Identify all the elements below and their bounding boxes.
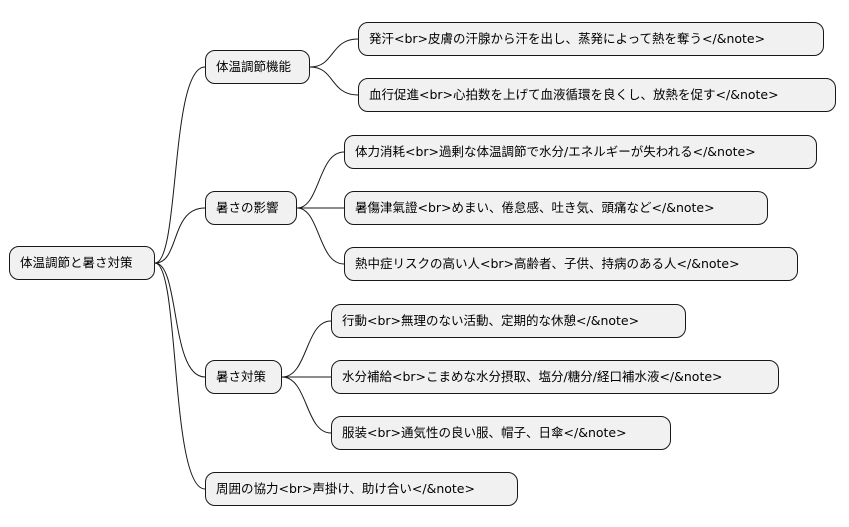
branch-thermoregulation: 体温調節機能 (205, 50, 310, 84)
link-b2-c0 (281, 320, 332, 378)
link-b0-c0 (309, 38, 359, 68)
branch-countermeasures: 暑さ対策 (205, 360, 282, 394)
link-root-b2 (154, 262, 206, 378)
branch-cooperation: 周囲の協力<br>声掛け、助け合い</&note> (205, 472, 518, 506)
leaf-clothing: 服装<br>通気性の良い服、帽子、日傘</&note> (331, 416, 671, 450)
link-b1-c2 (296, 207, 345, 265)
root-node: 体温調節と暑さ対策 (9, 246, 155, 280)
leaf-circulation: 血行促進<br>心拍数を上げて血液循環を良くし、放熱を促す</&note> (358, 78, 836, 112)
leaf-sweating: 発汗<br>皮膚の汗腺から汗を出し、蒸発によって熱を奪う</&note> (358, 22, 824, 56)
leaf-activity: 行動<br>無理のない活動、定期的な休憩</&note> (331, 304, 686, 338)
leaf-high-risk: 熱中症リスクの高い人<br>高齢者、子供、持病のある人</&note> (344, 247, 798, 281)
leaf-fatigue: 体力消耗<br>過剰な体温調節で水分/エネルギーが失われる</&note> (344, 135, 817, 169)
link-b0-c1 (309, 66, 359, 96)
leaf-hydration: 水分補給<br>こまめな水分摂取、塩分/糖分/経口補水液</&note> (331, 360, 779, 394)
link-root-b0 (154, 66, 206, 264)
leaf-heat-symptoms: 暑傷津氣證<br>めまい、倦怠感、吐き気、頭痛など</&note> (344, 191, 768, 225)
link-root-b1 (154, 207, 206, 264)
link-b2-c2 (281, 376, 332, 434)
link-b1-c0 (296, 151, 345, 209)
branch-heat-effects: 暑さの影響 (205, 191, 297, 225)
link-root-b3 (154, 262, 206, 490)
